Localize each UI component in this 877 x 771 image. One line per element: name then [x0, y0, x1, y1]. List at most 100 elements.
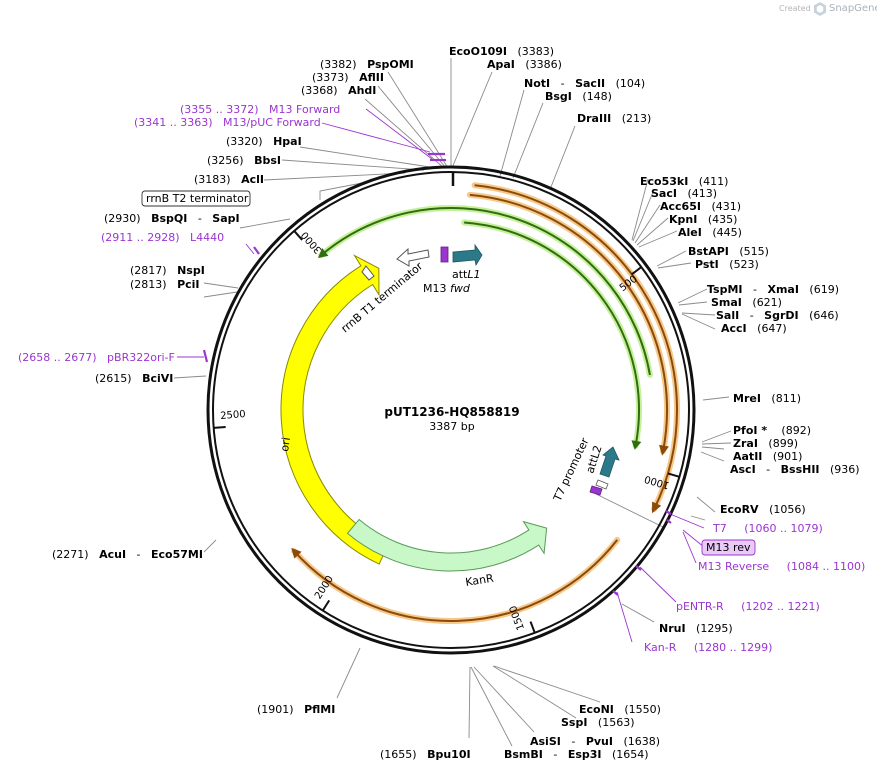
- site-label-part: PspOMI: [367, 58, 414, 71]
- site-label-part: (936): [820, 463, 860, 476]
- site-label-part: -: [543, 748, 568, 761]
- orange-arc-lower: [291, 536, 621, 624]
- site-label-part: ZraI: [733, 437, 758, 450]
- site-label-part: (3368): [301, 84, 348, 97]
- site-label-asisi: AsiSI - PvuI (1638): [530, 735, 660, 748]
- site-label-part: (1901): [257, 703, 304, 716]
- site-label-econi: EcoNI (1550): [579, 703, 661, 716]
- site-label-part: AleI: [678, 226, 702, 239]
- site-label-part: PfoI: [733, 424, 758, 437]
- site-label-part: (647): [747, 322, 787, 335]
- site-label-nspi: (2817) NspI: [130, 264, 205, 277]
- site-label-part: -: [756, 463, 781, 476]
- site-label-part: (1563): [587, 716, 634, 729]
- site-label-part: PstI: [695, 258, 719, 271]
- site-label-part: (515): [729, 245, 769, 258]
- site-label-part: (3341 .. 3363) M13/pUC Forward: [134, 116, 321, 129]
- site-label-part: BspQI: [151, 212, 187, 225]
- site-label-bspqi: (2930) BspQI - SapI: [104, 212, 240, 225]
- site-label-ecorv: EcoRV (1056): [720, 503, 806, 516]
- primer-leader-lines: [177, 108, 705, 643]
- site-label-part: (3386): [515, 58, 562, 71]
- site-label-part: AccI: [721, 322, 747, 335]
- orange-arc-outer: [471, 182, 680, 514]
- site-label-bsmbi: BsmBI - Esp3I (1654): [504, 748, 649, 761]
- attl1-arrow: [452, 243, 483, 267]
- site-label-part: -: [561, 735, 586, 748]
- site-label-pflmi: (1901) PflMI: [257, 703, 335, 716]
- site-label-part: XmaI: [767, 283, 798, 296]
- site-label-psti: PstI (523): [695, 258, 759, 271]
- site-label-part: (3320): [226, 135, 273, 148]
- site-label-part: EcoNI: [579, 703, 614, 716]
- site-label-part: (523): [719, 258, 759, 271]
- site-label-part: (2271): [52, 548, 99, 561]
- site-label-part: (413): [677, 187, 717, 200]
- site-label-tspmi: TspMI - XmaI (619): [707, 283, 839, 296]
- site-label-zrai: ZraI (899): [733, 437, 798, 450]
- site-label-mrei: MreI (811): [733, 392, 801, 405]
- site-label-part: (3256): [207, 154, 254, 167]
- site-label-part: (2930): [104, 212, 151, 225]
- site-label-part: (3183): [194, 173, 241, 186]
- site-label-part: AflII: [359, 71, 384, 84]
- features-layer: [280, 182, 680, 624]
- site-label-acci: AccI (647): [721, 322, 787, 335]
- site-label-m13f: (3355 .. 3372) M13 Forward: [180, 103, 340, 116]
- site-label-part: (3382): [320, 58, 367, 71]
- site-label-pbr: (2658 .. 2677) pBR322ori-F: [18, 351, 175, 364]
- site-label-part: AscI: [730, 463, 756, 476]
- site-label-part: NotI: [524, 77, 550, 90]
- site-label-acui: (2271) AcuI - Eco57MI: [52, 548, 203, 561]
- site-label-part: NspI: [177, 264, 205, 277]
- site-label-part: Bpu10I: [427, 748, 471, 761]
- site-label-part: SacI: [651, 187, 677, 200]
- site-label-part: Esp3I: [568, 748, 602, 761]
- m13-fwd-mark: [440, 246, 449, 263]
- site-label-part: SspI: [561, 716, 587, 729]
- kanr-label: KanR: [464, 572, 494, 589]
- kanr-arrow: [346, 518, 548, 572]
- site-label-hpai: (3320) HpaI: [226, 135, 302, 148]
- site-label-smai: SmaI (621): [711, 296, 782, 309]
- site-label-part: M13 Reverse (1084 .. 1100): [698, 560, 865, 573]
- site-label-part: (148): [572, 90, 612, 103]
- site-label-part: Acc65I: [660, 200, 701, 213]
- attl1-label: attL1: [452, 268, 481, 281]
- site-label-part: EcoRV: [720, 503, 759, 516]
- t7-promoter-glyph: [595, 479, 609, 490]
- site-label-bbsi: (3256) BbsI: [207, 154, 281, 167]
- site-label-part: (3383): [507, 45, 554, 58]
- site-label-part: (1654): [602, 748, 649, 761]
- rrnb-t1-glyph: [361, 265, 375, 281]
- site-label-ahdi: (3368) AhdI: [301, 84, 376, 97]
- site-label-kpni: KpnI (435): [669, 213, 737, 226]
- small-features: [361, 243, 620, 496]
- leader-lines: [173, 58, 732, 747]
- site-label-t7: T7 (1060 .. 1079): [712, 522, 823, 535]
- site-label-part: AclI: [241, 173, 264, 186]
- site-label-part: SacII: [575, 77, 605, 90]
- site-label-part: Eco53kI: [640, 175, 688, 188]
- scale-tick-mark: [293, 230, 303, 241]
- site-label-part: AatII: [733, 450, 762, 463]
- site-label-part: SalI: [716, 309, 739, 322]
- rrnb-t2-label: rrnB T2 terminator: [146, 192, 249, 205]
- site-label-psp: (3382) PspOMI: [320, 58, 414, 71]
- site-label-part: (899): [758, 437, 798, 450]
- site-label-part: (621): [742, 296, 782, 309]
- site-label-bstapi: BstAPI (515): [688, 245, 769, 258]
- rrnb-t2-box: [141, 190, 251, 207]
- site-label-m13rev: M13 Reverse (1084 .. 1100): [698, 560, 865, 573]
- site-label-ecoo109i: EcoO109I (3383): [449, 45, 554, 58]
- site-label-part: PciI: [177, 278, 199, 291]
- site-label-part: (213): [611, 112, 651, 125]
- site-label-part: PvuI: [586, 735, 613, 748]
- site-label-pentr: pENTR-R (1202 .. 1221): [676, 600, 820, 613]
- site-label-part: (3373): [312, 71, 359, 84]
- m13-rev-box: [701, 539, 756, 556]
- site-label-sali: SalI - SgrDI (646): [716, 309, 839, 322]
- site-label-part: (811): [761, 392, 801, 405]
- m13-fwd-label: M13 fwd: [423, 282, 471, 295]
- site-label-part: Eco57MI: [151, 548, 203, 561]
